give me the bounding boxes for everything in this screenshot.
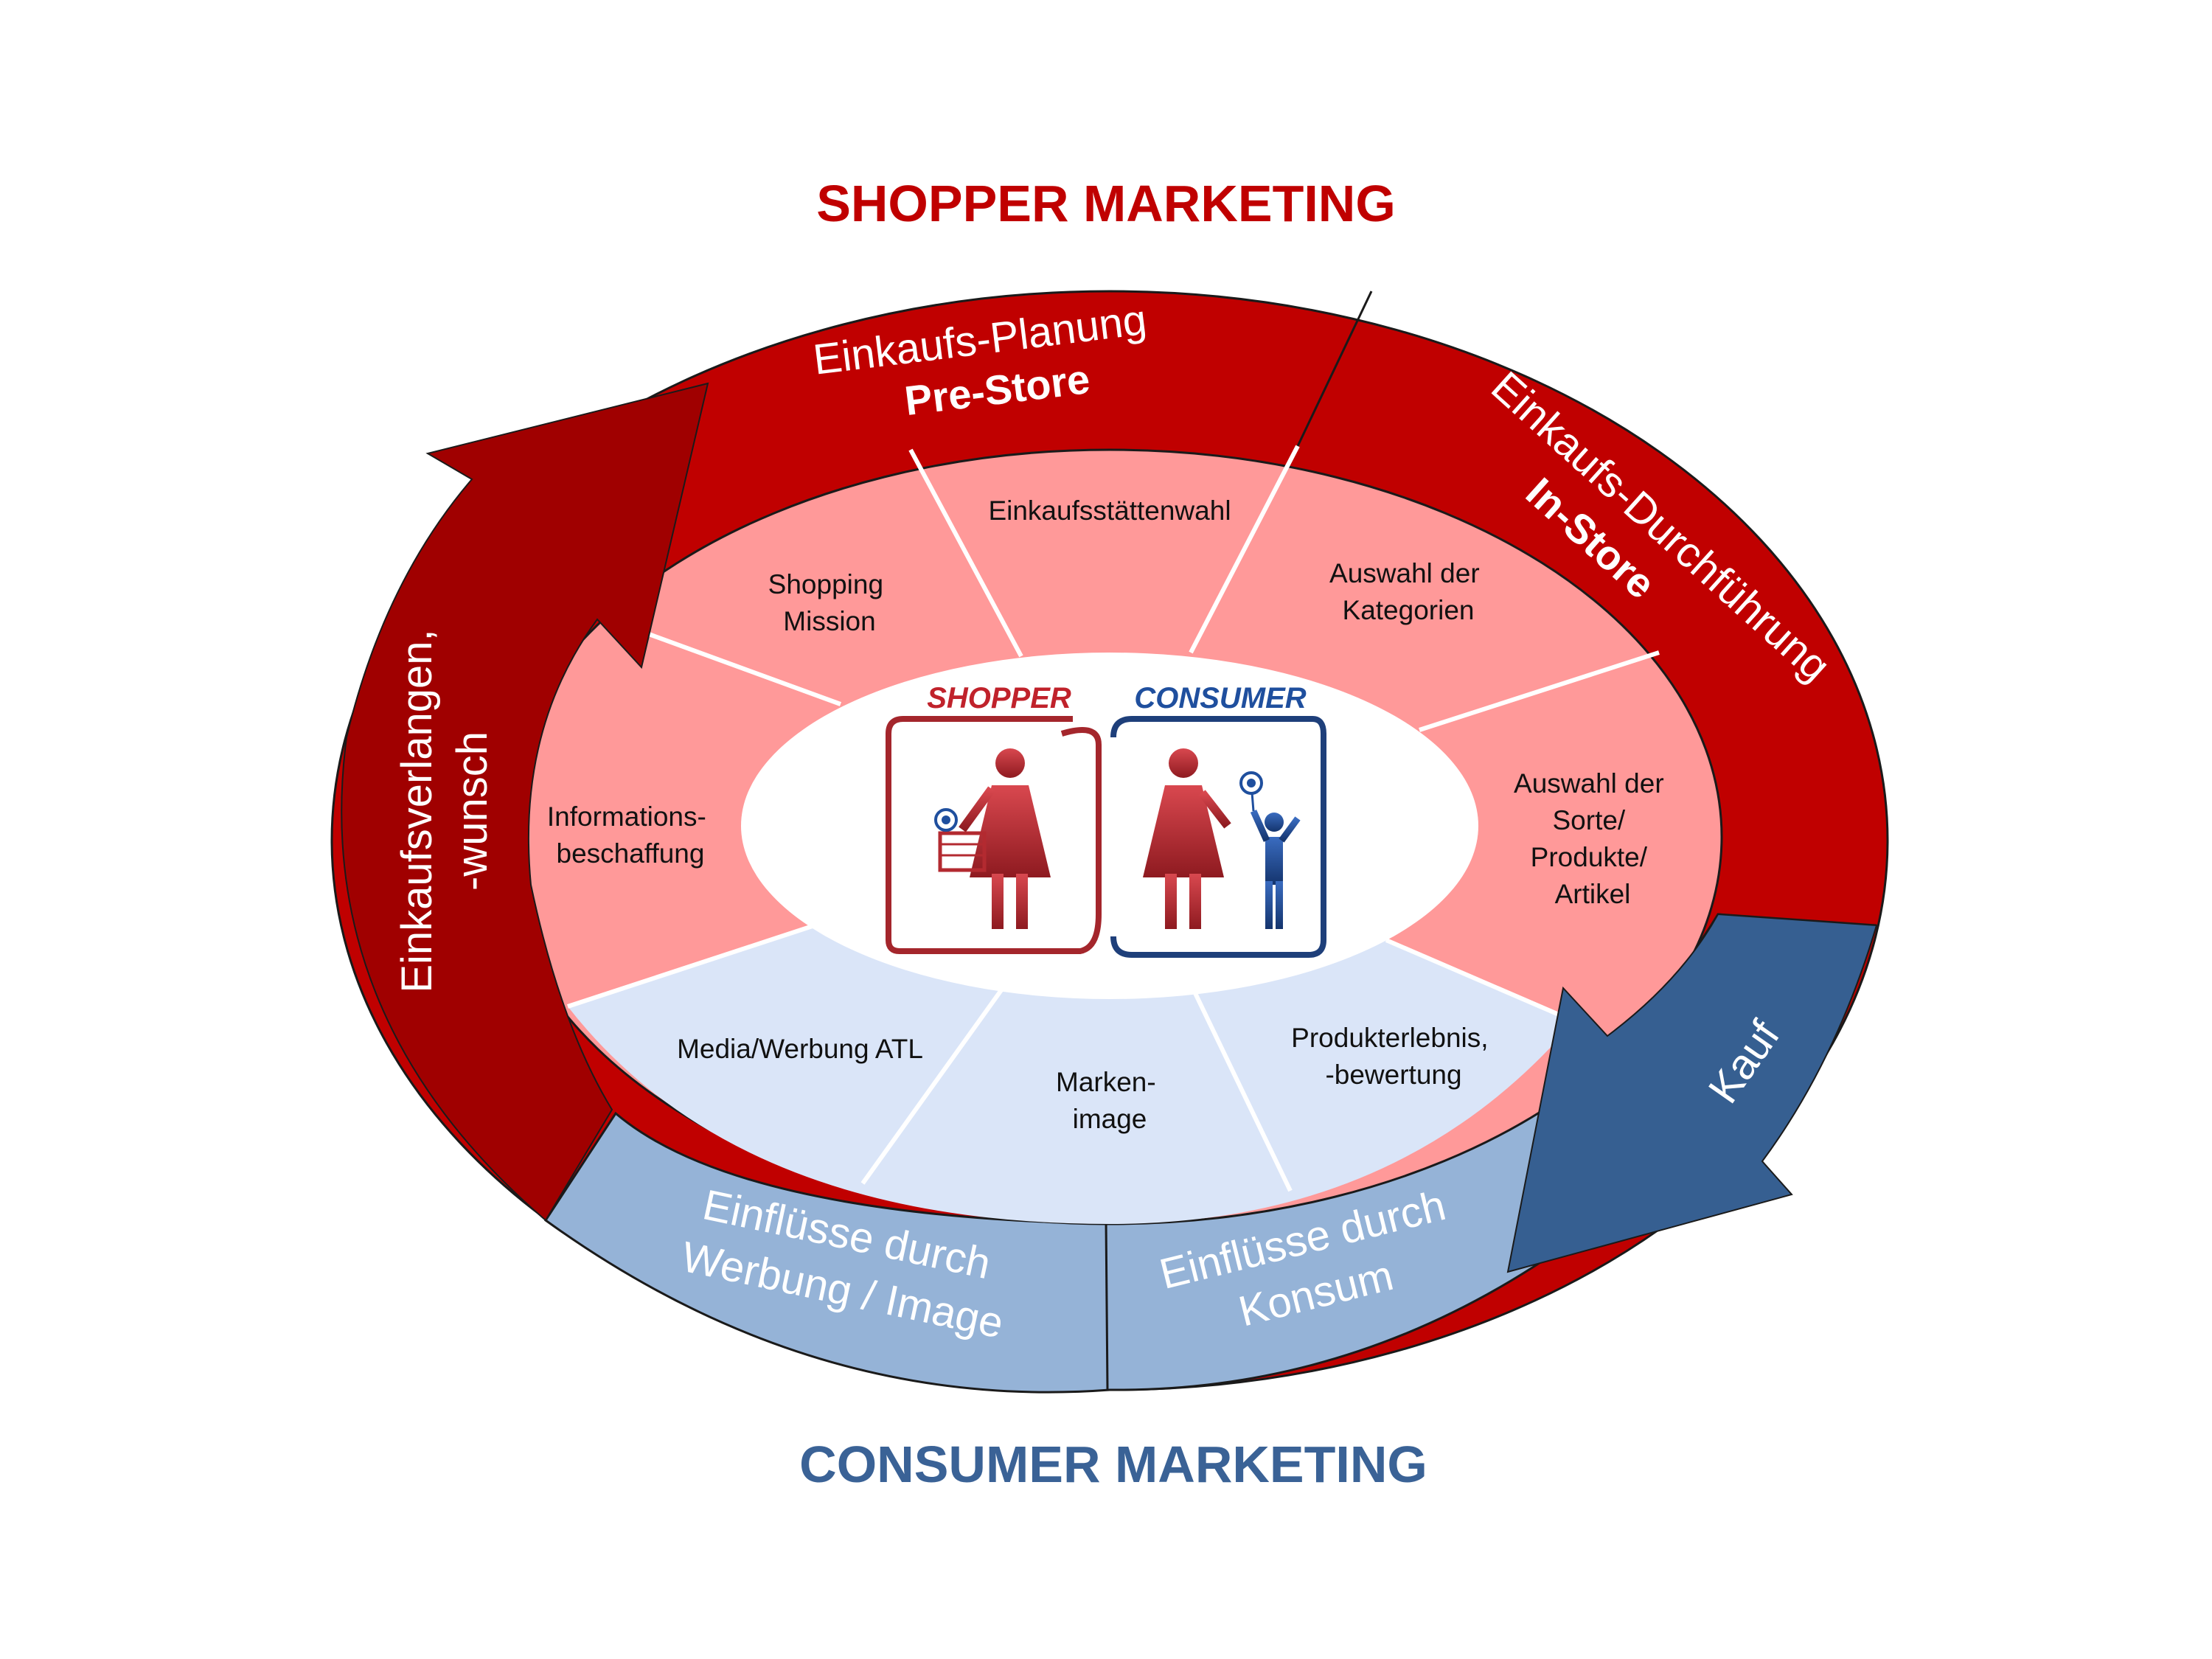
consumer-child-icon [1239, 771, 1301, 929]
segment-media-werbung: Media/Werbung ATL [677, 1034, 923, 1064]
ring-divider-bottom [1105, 1220, 1109, 1391]
shopper-woman-icon [934, 748, 1051, 929]
segment-einkaufsstaettenwahl: Einkaufsstättenwahl [988, 495, 1231, 526]
segment-auswahl-kategorien: Auswahl der Kategorien [1329, 558, 1487, 625]
left-cycle-arrow [341, 382, 709, 1222]
svg-text:-wunsch: -wunsch [448, 731, 496, 891]
shopper-consumer-icon: SHOPPER CONSUMER [886, 682, 1326, 958]
segment-dividers [567, 445, 1660, 1192]
segment-auswahl-sorte: Auswahl der Sorte/ Produkte/ Artikel [1514, 768, 1672, 909]
inner-consumer-region [568, 925, 1574, 1224]
center-ellipse [741, 653, 1478, 999]
segment-markenimage: Marken- image [1056, 1067, 1164, 1134]
consumer-marketing-title: CONSUMER MARKETING [799, 1436, 1427, 1493]
right-kauf-arrow [1506, 913, 1878, 1273]
arrow-label-einkaufsverlangen: Einkaufsverlangen, -wunsch [393, 629, 496, 992]
consumer-label: CONSUMER [1134, 682, 1306, 714]
shopper-label: SHOPPER [927, 682, 1071, 714]
segment-informationsbeschaffung: Informations- beschaffung [547, 801, 714, 869]
segment-shopping-mission: Shopping Mission [768, 569, 891, 636]
consumer-woman-icon [1143, 748, 1231, 929]
segment-produkterlebnis: Produkterlebnis, -bewertung [1291, 1023, 1496, 1090]
shopper-marketing-title: SHOPPER MARKETING [816, 175, 1396, 232]
ring-divider-top [1296, 291, 1373, 447]
svg-text:Einkaufsverlangen,: Einkaufsverlangen, [393, 629, 441, 992]
